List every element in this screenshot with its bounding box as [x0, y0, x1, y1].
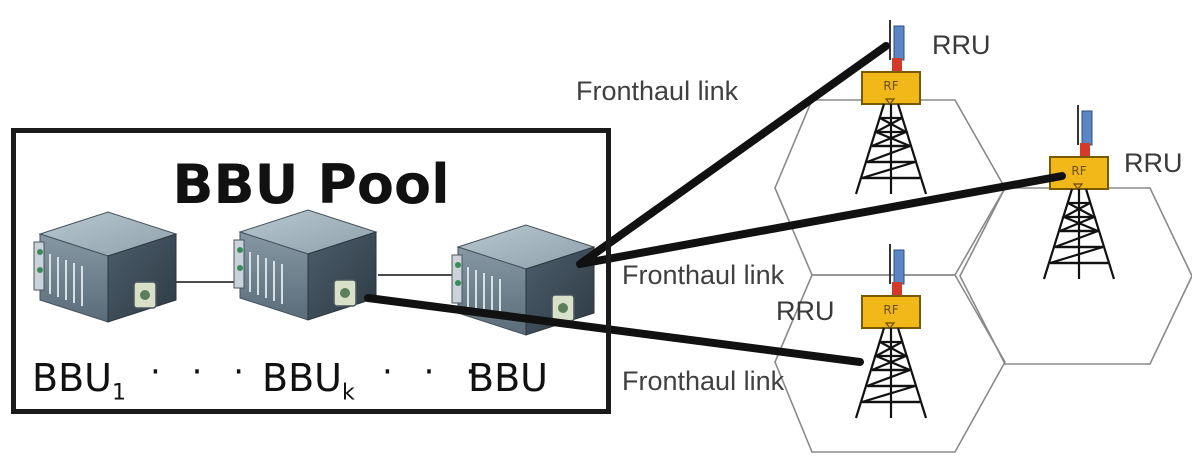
bbu-pool-frame: BBU Pool [11, 128, 611, 414]
fronthaul-label-top: Fronthaul link [576, 76, 739, 106]
fronthaul-line-right [576, 172, 1066, 268]
ellipsis-1: · · · [150, 352, 255, 392]
fronthaul-links [364, 42, 1066, 366]
cell-right [959, 187, 1192, 365]
cell-bottom [774, 274, 1006, 453]
ellipsis-2: · · · [382, 352, 487, 392]
fronthaul-label-middle: Fronthaul link [622, 260, 785, 290]
fronthaul-line-bottom [364, 294, 864, 366]
bbu-label-n: BBU [468, 356, 548, 400]
tower-right [1042, 103, 1116, 281]
rru-label-middle: RRU [776, 296, 835, 326]
bbu-interconnect [176, 274, 458, 283]
bbu-label-1: BBU1 [32, 356, 126, 406]
bbu-pool-title: BBU Pool [172, 153, 450, 216]
rru-label-right: RRU [1124, 148, 1183, 178]
rru-label-top: RRU [932, 30, 991, 60]
fronthaul-line-top [576, 42, 890, 268]
bbu-label-k: BBUk [262, 356, 355, 406]
cell-hexagons [774, 99, 1192, 453]
tower-top [854, 18, 928, 196]
fronthaul-label-bottom: Fronthaul link [622, 366, 785, 396]
tower-bottom [854, 242, 928, 420]
